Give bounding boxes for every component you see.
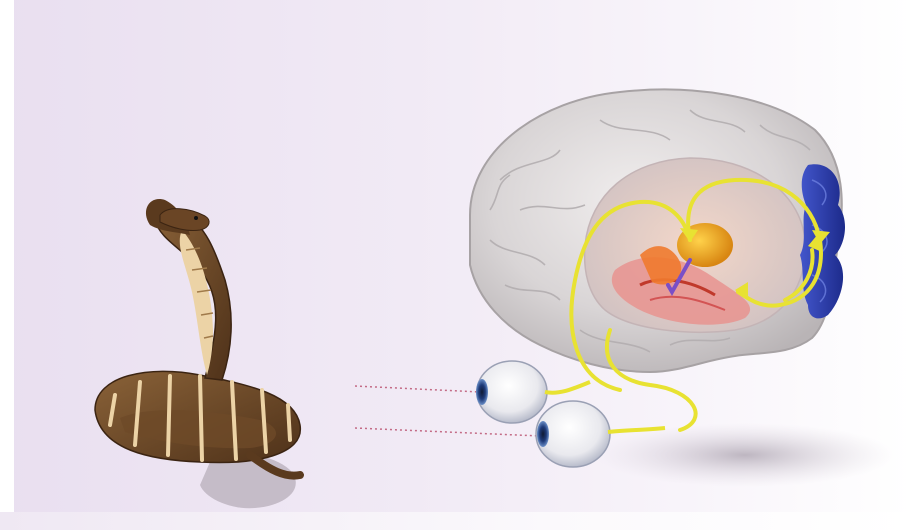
brain-shadow bbox=[595, 423, 895, 487]
brain-icon bbox=[470, 90, 845, 372]
cobra-icon bbox=[95, 199, 300, 476]
bottom-border bbox=[0, 512, 912, 530]
